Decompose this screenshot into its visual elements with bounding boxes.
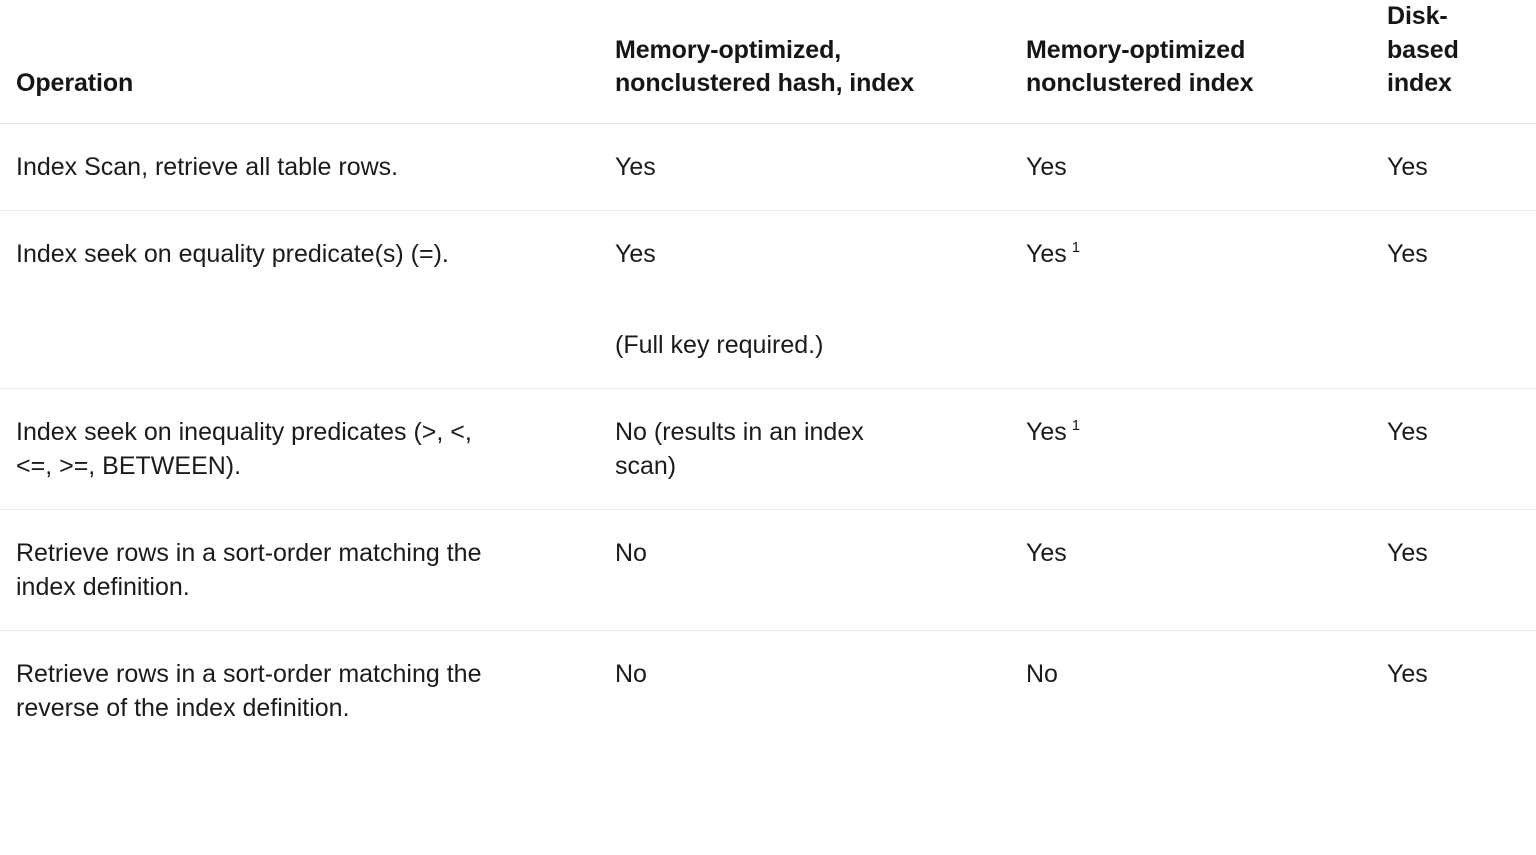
cell-disk-based-index: Yes — [1387, 123, 1536, 211]
cell-hash-index-line1: No — [615, 538, 647, 567]
column-header-hash-index-line2: nonclustered hash, index — [615, 69, 915, 97]
table-row: Retrieve rows in a sort-order matching t… — [0, 509, 1536, 631]
cell-operation-line1: Index seek on inequality predicates (>, … — [16, 417, 472, 446]
table-row: Index seek on equality predicate(s) (=).… — [0, 210, 1536, 389]
cell-disk-based-index: Yes — [1387, 388, 1536, 510]
cell-nonclustered-index: Yes — [1026, 123, 1387, 211]
cell-operation-line2: <=, >=, BETWEEN). — [16, 451, 242, 480]
cell-hash-index: Yes (Full key required.) — [615, 210, 1026, 389]
cell-operation: Index Scan, retrieve all table rows. — [0, 123, 615, 211]
cell-nonclustered-index-value: Yes — [1026, 538, 1067, 567]
cell-nonclustered-index-value: No — [1026, 659, 1058, 688]
header-row: Operation Memory-optimized, nonclustered… — [0, 0, 1536, 124]
table-row: Retrieve rows in a sort-order matching t… — [0, 630, 1536, 751]
cell-hash-index-line1: Yes — [615, 152, 656, 181]
cell-operation: Index seek on equality predicate(s) (=). — [0, 210, 615, 389]
cell-nonclustered-index-value: Yes — [1026, 152, 1067, 181]
cell-hash-index-note: (Full key required.) — [615, 330, 824, 359]
table-body: Index Scan, retrieve all table rows. Yes… — [0, 123, 1536, 751]
cell-disk-based-index-value: Yes — [1387, 239, 1428, 268]
column-header-disk-based-index-line2: based — [1387, 35, 1459, 64]
cell-hash-index: No (results in an index scan) — [615, 388, 1026, 510]
cell-disk-based-index-value: Yes — [1387, 659, 1428, 688]
column-header-disk-based-index-line3: index — [1387, 69, 1452, 97]
cell-hash-index: Yes — [615, 123, 1026, 211]
cell-disk-based-index-value: Yes — [1387, 152, 1428, 181]
cell-operation-line1: Retrieve rows in a sort-order matching t… — [16, 659, 482, 688]
table-row: Index Scan, retrieve all table rows. Yes… — [0, 123, 1536, 211]
cell-disk-based-index-value: Yes — [1387, 417, 1428, 446]
cell-operation: Index seek on inequality predicates (>, … — [0, 388, 615, 510]
column-header-nonclustered-index-line1: Memory-optimized — [1026, 35, 1246, 64]
cell-nonclustered-index: No — [1026, 630, 1387, 751]
cell-hash-index-line1: No — [615, 659, 647, 688]
column-header-hash-index-line1: Memory-optimized, — [615, 35, 842, 64]
column-header-operation-line1: Operation — [16, 69, 134, 97]
cell-disk-based-index: Yes — [1387, 210, 1536, 389]
column-header-nonclustered-index: Memory-optimized nonclustered index — [1026, 0, 1387, 124]
cell-hash-index: No — [615, 630, 1026, 751]
cell-disk-based-index-value: Yes — [1387, 538, 1428, 567]
index-comparison-table: Operation Memory-optimized, nonclustered… — [0, 0, 1536, 751]
cell-operation-line2: index definition. — [16, 572, 190, 601]
table-row: Index seek on inequality predicates (>, … — [0, 388, 1536, 510]
cell-nonclustered-index-value: Yes — [1026, 417, 1067, 446]
cell-operation: Retrieve rows in a sort-order matching t… — [0, 630, 615, 751]
footnote-marker: 1 — [1071, 417, 1081, 435]
cell-disk-based-index: Yes — [1387, 630, 1536, 751]
column-header-nonclustered-index-line2: nonclustered index — [1026, 69, 1254, 97]
column-header-disk-based-index-line1: Disk- — [1387, 2, 1448, 30]
cell-nonclustered-index-value: Yes — [1026, 239, 1067, 268]
column-header-disk-based-index: Disk- based index — [1387, 0, 1536, 124]
column-header-operation: Operation — [0, 0, 615, 124]
cell-disk-based-index: Yes — [1387, 509, 1536, 631]
cell-operation-line1: Retrieve rows in a sort-order matching t… — [16, 538, 482, 567]
cell-hash-index-line1: No (results in an index — [615, 417, 864, 446]
footnote-marker: 1 — [1071, 239, 1081, 257]
table-header: Operation Memory-optimized, nonclustered… — [0, 0, 1536, 124]
cell-operation-line1: Index Scan, retrieve all table rows. — [16, 152, 399, 181]
cell-hash-index-line1: Yes — [615, 239, 656, 268]
cell-operation-line1: Index seek on equality predicate(s) (=). — [16, 239, 449, 268]
cell-operation: Retrieve rows in a sort-order matching t… — [0, 509, 615, 631]
cell-hash-index: No — [615, 509, 1026, 631]
cell-nonclustered-index: Yes — [1026, 509, 1387, 631]
column-header-hash-index: Memory-optimized, nonclustered hash, ind… — [615, 0, 1026, 124]
cell-operation-line2: reverse of the index definition. — [16, 693, 350, 722]
cell-hash-index-line2: scan) — [615, 451, 677, 480]
